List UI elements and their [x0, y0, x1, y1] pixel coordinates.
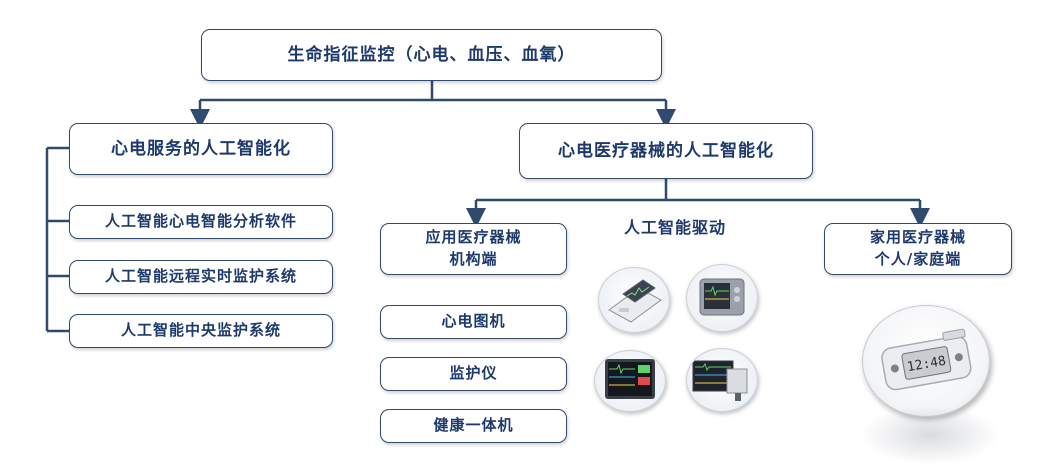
- shadow-glow: [860, 405, 1000, 465]
- ecg-device-ai-node: 心电医疗器械的人工智能化: [519, 123, 813, 179]
- home-line2: 个人/家庭端: [874, 250, 962, 268]
- monitor-node: 监护仪: [380, 357, 567, 391]
- institution-device-node: 应用医疗器械 机构端: [380, 223, 567, 275]
- bedside-monitor-photo: [594, 350, 666, 412]
- home-device-display: 12:48: [906, 354, 947, 376]
- ecg-service-ai-node: 心电服务的人工智能化: [69, 123, 333, 175]
- ecg-device-ai-label: 心电医疗器械的人工智能化: [558, 140, 774, 161]
- ai-remote-monitoring-node: 人工智能远程实时监护系统: [69, 260, 333, 294]
- root-node: 生命指征监控（心电、血压、血氧）: [201, 29, 662, 81]
- institution-line2: 机构端: [449, 250, 498, 268]
- patient-monitor-photo: [686, 264, 758, 332]
- ai-remote-monitoring-label: 人工智能远程实时监护系统: [104, 267, 297, 286]
- home-device-node: 家用医疗器械 个人/家庭端: [824, 223, 1012, 275]
- ecg-service-ai-label: 心电服务的人工智能化: [111, 138, 291, 159]
- ecg-machine-photo: [598, 267, 670, 333]
- ai-ecg-analysis-software-label: 人工智能心电智能分析软件: [104, 212, 297, 231]
- ai-driven-label: 人工智能驱动: [624, 218, 727, 237]
- health-all-in-one-label: 健康一体机: [433, 416, 514, 435]
- health-all-in-one-node: 健康一体机: [380, 409, 567, 443]
- ai-central-monitoring-node: 人工智能中央监护系统: [69, 314, 333, 348]
- root-label: 生命指征监控（心电、血压、血氧）: [287, 44, 576, 65]
- ecg-machine-label: 心电图机: [441, 312, 506, 331]
- ai-central-monitoring-label: 人工智能中央监护系统: [120, 321, 281, 340]
- monitor-label: 监护仪: [449, 364, 498, 383]
- handheld-ecg-device-photo: 12:48: [862, 305, 990, 417]
- ecg-machine-node: 心电图机: [380, 305, 567, 339]
- home-line1: 家用医疗器械: [869, 228, 966, 247]
- ai-ecg-analysis-software-node: 人工智能心电智能分析软件: [69, 205, 333, 239]
- institution-line1: 应用医疗器械: [425, 228, 522, 247]
- central-station-photo: [686, 348, 758, 412]
